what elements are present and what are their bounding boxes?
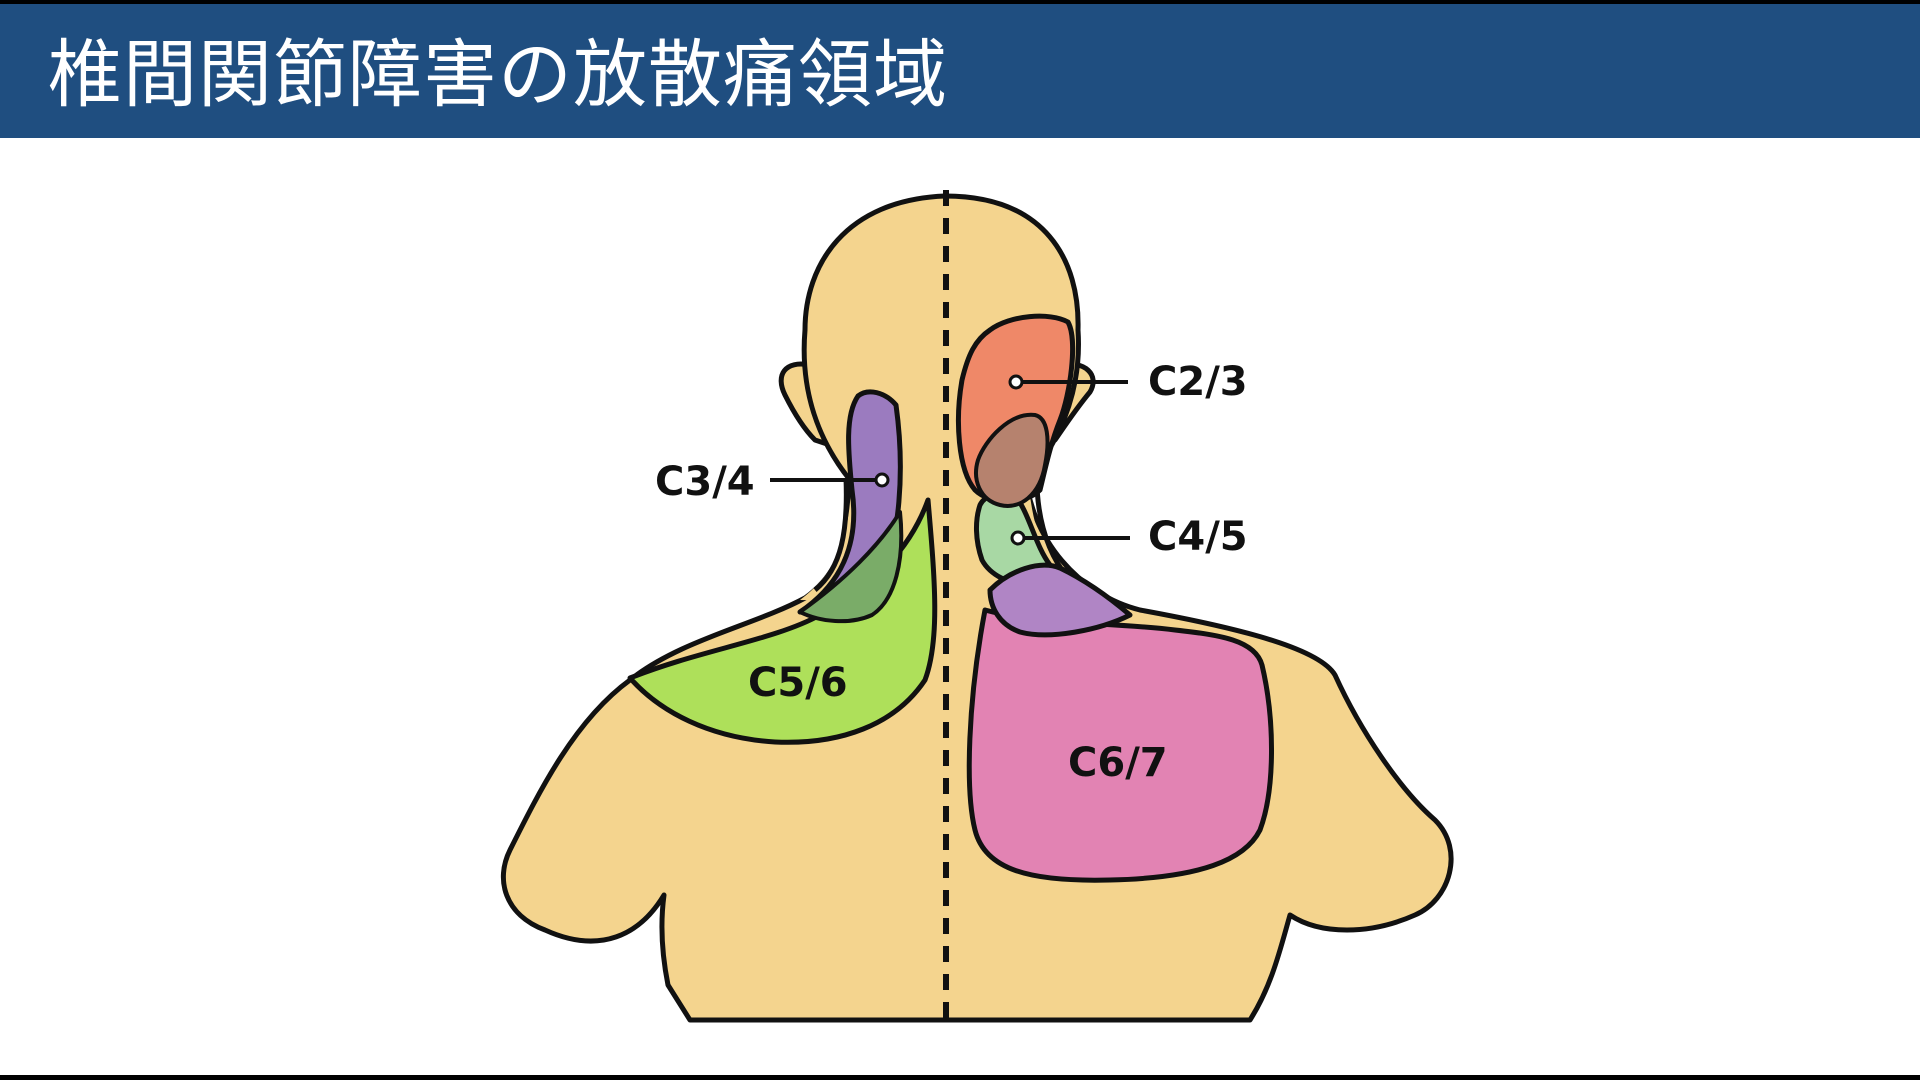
marker-c34 bbox=[874, 472, 890, 488]
slide-header: 椎間関節障害の放散痛領域 bbox=[0, 4, 1920, 138]
region-c56 bbox=[627, 497, 938, 745]
region-c34-c56-overlap bbox=[798, 510, 904, 624]
marker-c45 bbox=[1010, 530, 1026, 546]
marker-c23 bbox=[1008, 374, 1024, 390]
region-c45-lower bbox=[987, 562, 1133, 638]
label-c67: C6/7 bbox=[1068, 740, 1168, 786]
label-c56: C5/6 bbox=[748, 660, 848, 706]
slide-top-border bbox=[0, 0, 1920, 4]
slide-title: 椎間関節障害の放散痛領域 bbox=[48, 32, 948, 118]
region-c23-overlap bbox=[974, 412, 1050, 508]
neck-left-contour bbox=[813, 477, 849, 592]
label-c23: C2/3 bbox=[1148, 359, 1248, 405]
label-c45: C4/5 bbox=[1148, 514, 1248, 560]
region-c67 bbox=[966, 607, 1274, 883]
label-c34: C3/4 bbox=[655, 459, 755, 505]
slide-bottom-border bbox=[0, 1075, 1920, 1080]
